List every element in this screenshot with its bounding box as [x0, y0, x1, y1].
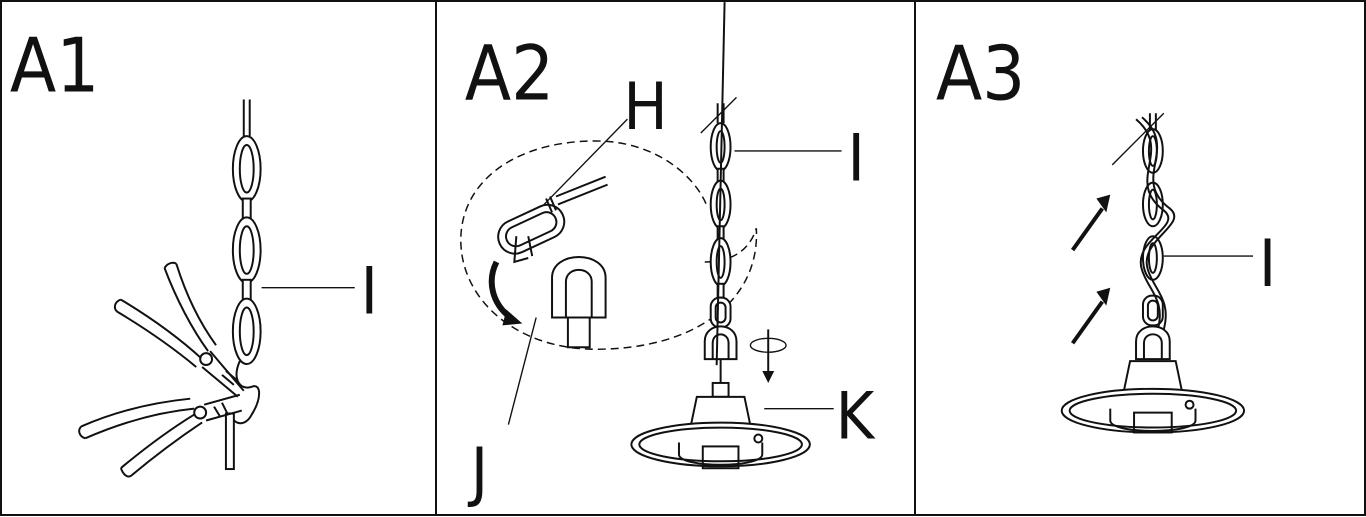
- label-h: H: [623, 69, 667, 145]
- panel-a2-illustration: A2 H J: [460, 2, 876, 510]
- step-label-a1: A1: [10, 22, 99, 110]
- up-arrow-icon: [1070, 300, 1104, 345]
- panel-a1-illustration: A1 I: [10, 22, 378, 478]
- lamp-shade: [1060, 387, 1246, 434]
- detail-bubble: [460, 140, 758, 350]
- canopy-cap: [551, 256, 607, 349]
- chain-link: [231, 297, 262, 366]
- carabiner-detail: [497, 175, 608, 264]
- chain: [1141, 113, 1164, 327]
- label-i: I: [361, 253, 378, 329]
- chain: [224, 135, 262, 471]
- step-label-a3: A3: [936, 29, 1025, 117]
- lower-pliers: [78, 393, 243, 478]
- leader-line-j: [507, 317, 537, 425]
- label-i: I: [1259, 226, 1276, 302]
- open-chain-link: [228, 360, 261, 425]
- rotate-arrow-icon: [488, 260, 513, 320]
- label-j: J: [468, 434, 488, 510]
- pendant-lamp: [1060, 360, 1246, 434]
- panel-a3-illustration: A3 I: [936, 29, 1276, 434]
- upper-pliers: [113, 261, 245, 398]
- step-label-a2: A2: [465, 29, 555, 117]
- panel-a1: A1 I: [0, 0, 437, 516]
- power-cord: [1135, 118, 1170, 330]
- swivel-loop: [1135, 325, 1171, 361]
- up-arrow-icon: [1070, 207, 1104, 252]
- label-k: K: [836, 378, 876, 454]
- panel-a3: A3 I: [914, 0, 1366, 516]
- leader-line-h: [543, 118, 628, 205]
- pendant-lamp: [630, 381, 811, 470]
- lamp-shade: [630, 421, 811, 468]
- panel-a2: A2 H J: [435, 0, 916, 516]
- label-i: I: [848, 121, 865, 197]
- swivel-loop: [703, 325, 738, 361]
